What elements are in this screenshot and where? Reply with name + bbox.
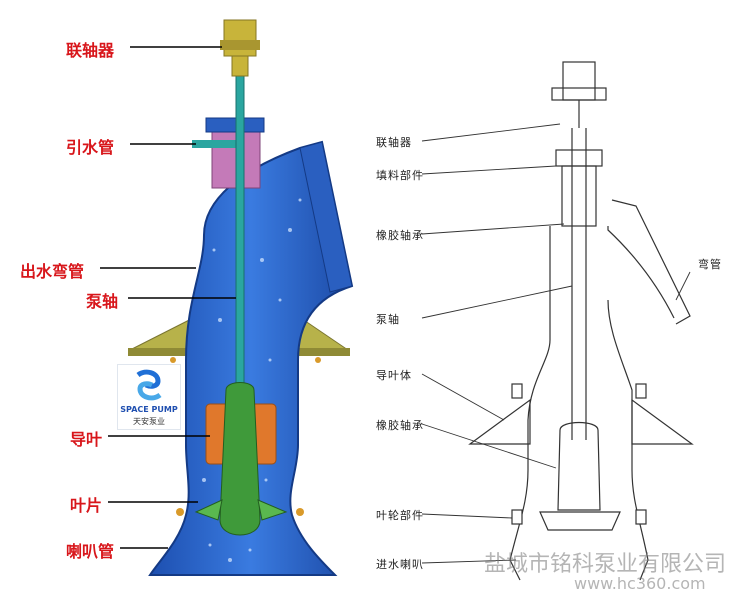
cutaway-pump bbox=[100, 19, 354, 576]
bolt-flange-left bbox=[170, 357, 176, 363]
logo-icon bbox=[136, 369, 162, 401]
pump-shaft bbox=[235, 69, 245, 401]
logo-line2: 天安泵业 bbox=[133, 417, 165, 426]
bolt-right bbox=[296, 508, 304, 516]
bolt-left bbox=[176, 508, 184, 516]
coupling-neck bbox=[231, 55, 249, 77]
drawing-elbow bbox=[611, 199, 691, 325]
label-guide-vane: 导叶 bbox=[70, 430, 103, 449]
brand-logo: SPACE PUMP 天安泵业 bbox=[117, 364, 181, 430]
label-blade: 叶片 bbox=[70, 496, 103, 515]
coupling-hub bbox=[220, 40, 260, 50]
label-coupling-left: 联轴器 bbox=[66, 41, 115, 60]
impeller-blade-left bbox=[194, 499, 223, 521]
label-coupling-right: 联轴器 bbox=[376, 136, 412, 149]
label-shaft-right: 泵轴 bbox=[376, 313, 400, 326]
label-inlet-bell: 进水喇叭 bbox=[376, 558, 424, 571]
impeller-hub bbox=[219, 382, 261, 536]
right-leaders bbox=[421, 123, 691, 564]
coupling-top bbox=[223, 19, 257, 57]
impeller-blade-right bbox=[257, 499, 288, 521]
watermark-company: 盐城市铭科泵业有限公司 bbox=[484, 552, 727, 577]
outlet-elbow-rim bbox=[299, 141, 353, 293]
label-bell-mouth: 喇叭管 bbox=[66, 542, 115, 561]
label-rubber-bearing-low: 橡胶轴承 bbox=[376, 419, 424, 432]
drawing-casing bbox=[509, 226, 551, 581]
technical-drawing bbox=[468, 61, 694, 581]
drawing-packing bbox=[555, 149, 603, 167]
flange-base-left bbox=[128, 348, 206, 356]
label-packing: 填料部件 bbox=[376, 169, 424, 182]
packing-cap bbox=[205, 117, 265, 133]
label-rubber-bearing-top: 橡胶轴承 bbox=[376, 229, 424, 242]
label-guide-body: 导叶体 bbox=[376, 369, 412, 382]
left-leaders bbox=[100, 46, 236, 549]
flange-base-right bbox=[290, 348, 350, 356]
drawing-coupling bbox=[562, 61, 596, 101]
label-shaft-left: 泵轴 bbox=[86, 292, 119, 311]
priming-pipe-bar bbox=[192, 140, 238, 148]
label-impeller: 叶轮部件 bbox=[376, 509, 424, 522]
label-priming-pipe: 引水管 bbox=[66, 138, 115, 157]
label-elbow: 弯管 bbox=[698, 258, 722, 271]
bolt-flange-right bbox=[315, 357, 321, 363]
logo-line1: SPACE PUMP bbox=[120, 405, 178, 414]
label-outlet-elbow: 出水弯管 bbox=[20, 262, 85, 281]
drawing-guide-body bbox=[468, 398, 531, 445]
drawing-impeller bbox=[557, 421, 601, 511]
water-bubbles bbox=[202, 198, 302, 562]
watermark-site: www.hc360.com bbox=[574, 574, 706, 593]
